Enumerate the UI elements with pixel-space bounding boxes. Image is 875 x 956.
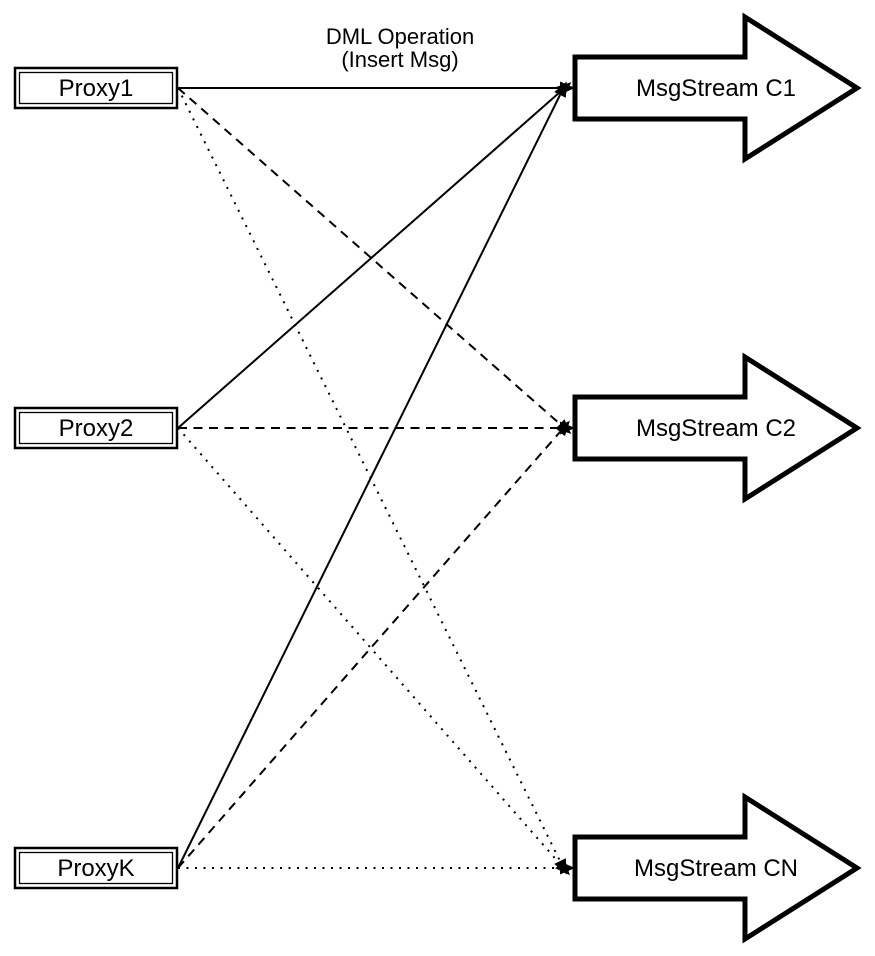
msgstream-c2-label: MsgStream C2 xyxy=(636,415,796,442)
edge-proxy1-to-cn xyxy=(177,87,567,875)
msgstream-c2-arrow-shape xyxy=(572,352,862,504)
msgstream-cn-arrow-shape xyxy=(572,792,862,944)
proxy1-box xyxy=(13,66,179,110)
edge-proxyk-to-c1 xyxy=(177,81,567,869)
proxyk-node: ProxyK xyxy=(13,846,179,890)
proxy-nodes: Proxy1 Proxy2 ProxyK xyxy=(13,66,179,890)
edge-proxy1-to-c2 xyxy=(177,87,572,434)
proxyk-box xyxy=(13,846,179,890)
edge-annotation: DML Operation (Insert Msg) xyxy=(326,24,474,72)
proxy2-box xyxy=(13,406,179,450)
proxy2-label: Proxy2 xyxy=(59,415,134,442)
proxy2-node: Proxy2 xyxy=(13,406,179,450)
edge-proxyk-to-c2 xyxy=(177,420,570,869)
proxy2-box-inner xyxy=(18,411,174,445)
stream-labels: MsgStream C1 MsgStream C2 MsgStream CN xyxy=(634,75,798,882)
msgstream-c1-arrow-shape xyxy=(572,12,862,164)
proxy1-node: Proxy1 xyxy=(13,66,179,110)
annotation-line2: (Insert Msg) xyxy=(341,47,458,72)
proxyk-box-inner xyxy=(18,851,174,885)
proxy1-box-inner xyxy=(18,71,174,105)
edge-proxy2-to-c1 xyxy=(177,82,572,429)
msgstream-cn-label: MsgStream CN xyxy=(634,855,798,882)
proxy1-label: Proxy1 xyxy=(59,75,134,102)
annotation-line1: DML Operation xyxy=(326,24,474,49)
stream-nodes xyxy=(572,12,862,944)
edges xyxy=(177,81,575,876)
proxyk-label: ProxyK xyxy=(57,855,134,882)
edge-proxy2-to-cn xyxy=(177,427,570,876)
msgstream-c1-label: MsgStream C1 xyxy=(636,75,796,102)
